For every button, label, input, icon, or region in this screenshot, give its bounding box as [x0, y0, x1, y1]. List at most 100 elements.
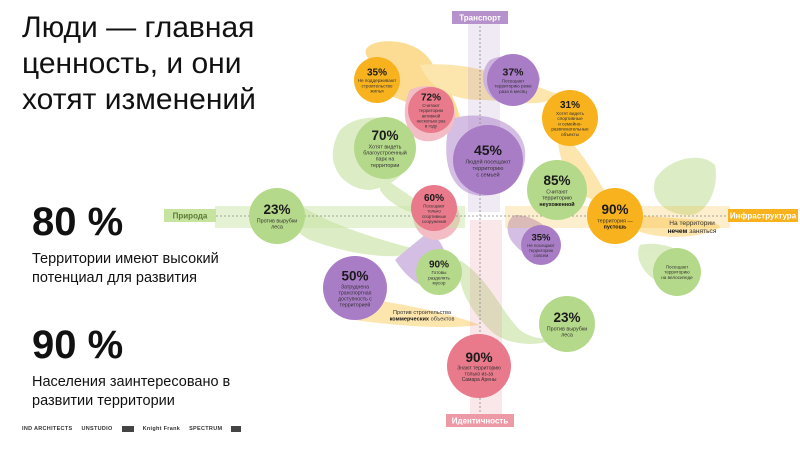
green-blob [459, 260, 580, 344]
axis-chip [164, 209, 216, 222]
bubble-caption-line: транспортная [338, 291, 371, 297]
axis-label-infrastructure: Инфраструктура [728, 209, 798, 222]
bubble-caption-line: Хотят видеть [556, 111, 585, 116]
bubble-circle [323, 256, 387, 320]
bubble-caption-line: совсем [534, 253, 549, 258]
bubble-percentage: 70% [371, 128, 398, 143]
bubble-caption-line: раза в месяц [499, 89, 527, 94]
axis-label-text: Инфраструктура [730, 212, 797, 221]
bubble-caption-line: объекты [561, 132, 579, 137]
bubble-circle [354, 57, 400, 103]
bubble-caption-line: Самара Арены [462, 377, 497, 383]
logo-mark-icon [231, 426, 242, 432]
partner-logos: IND ARCHITECTS UNSTUDIO Knight Frank SPE… [22, 426, 242, 432]
bubble-circle [539, 296, 595, 352]
logo-knight-frank: Knight Frank [142, 426, 181, 432]
bubble-caption-line: мусор [433, 281, 446, 286]
bubble-caption-line: территорию [542, 196, 572, 202]
bubble-caption-line: парк на [376, 157, 395, 163]
bubble-caption-line: Против вырубки [547, 327, 587, 333]
bubble-caption-line: сооружения [422, 219, 447, 224]
logo-mark-icon [121, 426, 134, 432]
bubble-percentage: 85% [543, 173, 570, 188]
bubble-caption-line: территорию [664, 270, 690, 275]
bubble-caption-line: на велосипеде [661, 275, 693, 280]
stat-label: Населения заинтересовано в развитии терр… [32, 374, 231, 409]
free-label-line: Против строительства [393, 310, 452, 316]
bubble-percentage: 31% [560, 100, 580, 111]
bubble-caption-line: доступность с [338, 297, 372, 303]
bubble-caption-line: леса [561, 333, 573, 339]
free-label-line: нечем заняться [668, 228, 717, 235]
stat-block-potential: 80 % Территории имеют высокий потенциал … [32, 200, 272, 288]
green-blob [654, 157, 716, 215]
stat-block-interest: 90 % Населения заинтересовано в развитии… [32, 323, 272, 411]
free-label-line: коммерческих объектов [390, 317, 455, 323]
bubble-caption-line: с семьей [476, 171, 499, 178]
bubble-caption-line: разделять [428, 275, 450, 280]
bubble-caption-line: территорию реже [494, 84, 532, 89]
bubble-circle [542, 90, 598, 146]
bubble-circle [487, 54, 539, 106]
bubble-caption-line: несколько раз [417, 118, 446, 123]
bubble-layer: 35%Не поддерживаютстроительствожилья72%С… [249, 54, 701, 398]
bubble-circle [587, 188, 643, 244]
bubble-percentage: 60% [424, 193, 444, 204]
bubble-caption-line: Считают [546, 189, 568, 195]
bubble-circle [354, 117, 416, 179]
axis-chip [452, 11, 508, 24]
stat-label: Территории имеют высокий потенциал для р… [32, 251, 219, 286]
headline-line: ценность, и они [22, 47, 242, 80]
bubble-caption-line: только из-за [465, 371, 494, 377]
bubble-percentage: 90% [429, 259, 449, 270]
bubble-caption-line: строительство [362, 83, 393, 88]
bubble-caption-line: Людей посещают [465, 159, 511, 166]
axis-label-text: Транспорт [459, 14, 501, 23]
page-headline: Люди — главная ценность, и они хотят изм… [22, 10, 322, 118]
bubble-percentage: 90% [601, 202, 628, 217]
bubble-caption-line: Считают [422, 103, 439, 108]
bubble-caption-line: только [427, 209, 441, 214]
orange-blob [640, 215, 720, 237]
bubble-caption-line: Хотят видеть [369, 144, 402, 150]
bubble-caption-line: Не посещают [527, 243, 555, 248]
bubble-caption-line: и семейно- [558, 120, 582, 126]
axis-label-nature: Природа [164, 209, 216, 222]
bubble-caption-line: Знают территорию [457, 366, 501, 372]
headline-line: хотят изменений [22, 83, 256, 116]
bubble-caption-line: благоустроенный [363, 150, 406, 157]
bubble-circle [249, 188, 305, 244]
bubble-circle [653, 248, 701, 296]
headline-line: Люди — главная [22, 11, 255, 44]
bubble-percentage: 90% [465, 350, 492, 365]
bubble-caption-line: Затруднена [341, 285, 369, 291]
bubble-caption-line: неухоженной [539, 201, 574, 208]
logo-spectrum: SPECTRUM [189, 426, 223, 432]
axis-label-text: Идентичность [452, 417, 509, 426]
logo-unstudio: UNSTUDIO [81, 426, 113, 432]
axis-label-text: Природа [173, 212, 208, 221]
bubble-caption-line: спортивные [422, 214, 447, 219]
axis-label-identity: Идентичность [446, 414, 514, 427]
bubble-circle [447, 334, 511, 398]
axis-chip [728, 209, 798, 222]
bubble-percentage: 50% [341, 268, 368, 283]
bubble-caption-line: активной [422, 113, 441, 118]
bubble-caption-line: территорию [529, 248, 554, 253]
bubble-circle [521, 225, 561, 265]
bubble-circle [411, 185, 457, 231]
bubble-caption-line: леса [271, 225, 283, 231]
